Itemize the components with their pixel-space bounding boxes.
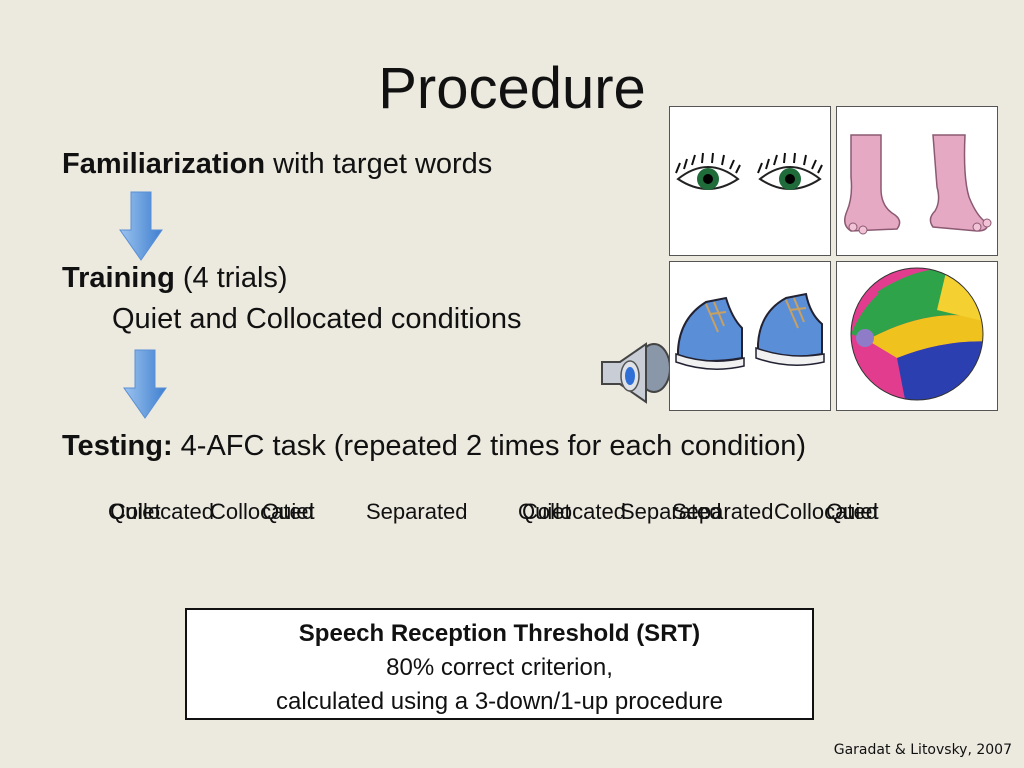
familiarization-label: Familiarization <box>62 148 266 180</box>
familiarization-text: with target words <box>265 148 493 180</box>
training-line: Training (4 trials) <box>62 262 288 295</box>
feet-icon <box>844 134 992 235</box>
condition-label: Collocated <box>210 499 314 524</box>
shoes-picture[interactable] <box>669 261 831 411</box>
condition-label: Separated <box>672 499 774 524</box>
testing-line: Testing: 4-AFC task (repeated 2 times fo… <box>62 430 806 463</box>
condition-label: Quiet <box>518 499 571 524</box>
training-label: Training <box>62 262 175 294</box>
citation: Garadat & Litovsky, 2007 <box>833 742 1012 758</box>
condition-label: Collocated <box>522 499 626 524</box>
condition-label: Quiet <box>262 499 315 524</box>
ball-picture[interactable] <box>836 261 998 411</box>
testing-label: Testing: <box>62 430 173 462</box>
condition-label: Separated <box>620 499 722 524</box>
condition-label: Quiet <box>108 499 161 524</box>
srt-procedure: calculated using a 3-down/1-up procedure <box>276 688 723 715</box>
condition-label: Collocated <box>110 499 214 524</box>
srt-criterion: 80% correct criterion, <box>386 654 613 681</box>
feet-picture[interactable] <box>836 106 998 256</box>
condition-label: Collocated <box>774 499 878 524</box>
speaker-icon[interactable] <box>594 336 674 412</box>
beach-ball-icon <box>850 267 984 401</box>
eyes-icon <box>675 152 823 190</box>
srt-heading: Speech Reception Threshold (SRT) <box>298 620 701 647</box>
slide-title: Procedure <box>378 56 646 121</box>
condition-label: Separated <box>366 499 468 524</box>
srt-box: Speech Reception Threshold (SRT) 80% cor… <box>185 608 814 720</box>
training-text: (4 trials) <box>174 262 288 294</box>
shoes-icon <box>675 292 825 370</box>
down-arrow-icon <box>123 349 167 419</box>
training-conditions: Quiet and Collocated conditions <box>112 303 522 335</box>
eyes-picture[interactable] <box>669 106 831 256</box>
familiarization-line: Familiarization with target words <box>62 148 492 181</box>
down-arrow-icon <box>119 191 163 261</box>
testing-text: 4-AFC task (repeated 2 times for each co… <box>172 430 807 462</box>
condition-label: Quiet <box>826 499 879 524</box>
